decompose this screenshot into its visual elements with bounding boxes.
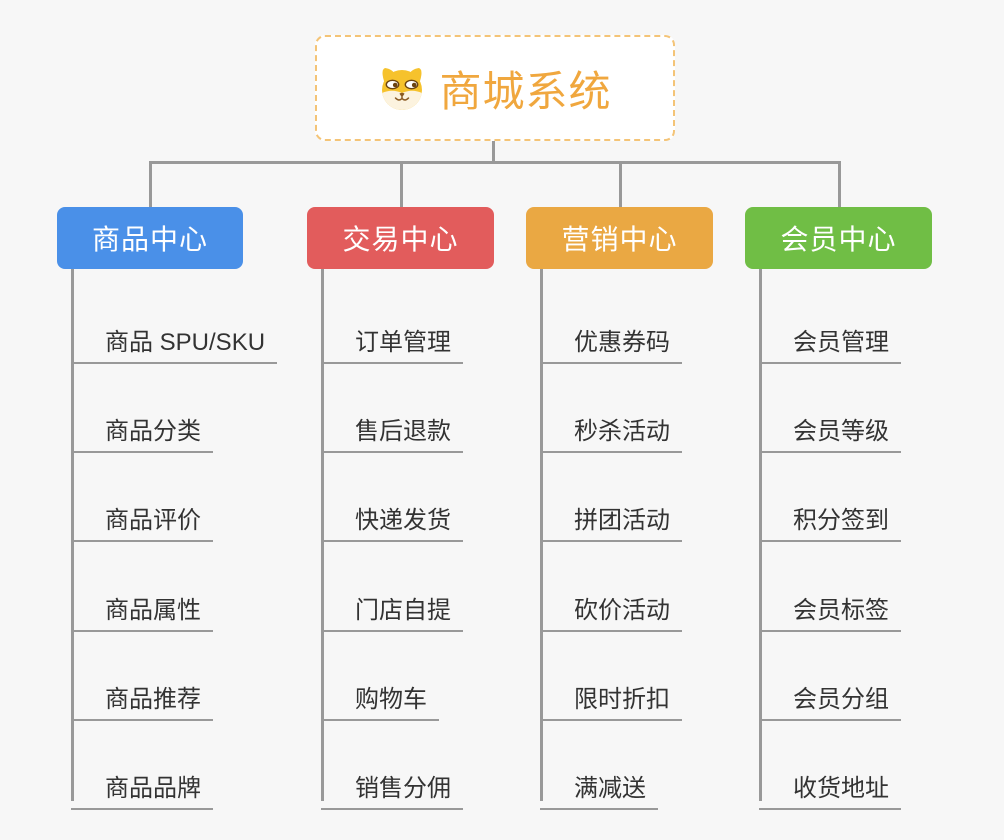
child-node[interactable]: 购物车 (321, 679, 439, 721)
child-node[interactable]: 拼团活动 (540, 500, 682, 542)
child-node[interactable]: 会员标签 (759, 590, 901, 632)
child-node[interactable]: 砍价活动 (540, 590, 682, 632)
child-node[interactable]: 满减送 (540, 768, 658, 810)
child-node[interactable]: 商品推荐 (71, 679, 213, 721)
child-node[interactable]: 门店自提 (321, 590, 463, 632)
child-node[interactable]: 会员等级 (759, 411, 901, 453)
branch-node[interactable]: 营销中心 (526, 207, 713, 269)
dog-face-icon (378, 65, 426, 111)
root-node[interactable]: 商城系统 (315, 35, 675, 141)
child-node[interactable]: 销售分佣 (321, 768, 463, 810)
connector-root-stem (492, 141, 495, 164)
connector-branch-drop (837, 161, 841, 207)
child-node[interactable]: 售后退款 (321, 411, 463, 453)
child-node[interactable]: 收货地址 (759, 768, 901, 810)
child-node[interactable]: 积分签到 (759, 500, 901, 542)
child-node[interactable]: 商品分类 (71, 411, 213, 453)
connector-branch-drop (149, 161, 152, 207)
connector-child-spine (71, 269, 74, 801)
child-node[interactable]: 会员分组 (759, 679, 901, 721)
connector-branch-drop (618, 161, 622, 207)
connector-branch-drop (399, 161, 403, 207)
branch-node[interactable]: 商品中心 (57, 207, 243, 269)
connector-horizontal-bar (149, 161, 841, 164)
connector-child-spine (321, 269, 324, 801)
child-node[interactable]: 会员管理 (759, 322, 901, 364)
child-node[interactable]: 秒杀活动 (540, 411, 682, 453)
connector-child-spine (759, 269, 762, 801)
child-node[interactable]: 快递发货 (321, 500, 463, 542)
child-node[interactable]: 订单管理 (321, 322, 463, 364)
child-node[interactable]: 限时折扣 (540, 679, 682, 721)
child-node[interactable]: 商品评价 (71, 500, 213, 542)
root-title: 商城系统 (439, 67, 612, 115)
child-node[interactable]: 商品属性 (71, 590, 213, 632)
connector-child-spine (540, 269, 543, 801)
branch-node[interactable]: 交易中心 (307, 207, 494, 269)
child-node[interactable]: 商品 SPU/SKU (71, 322, 278, 364)
child-node[interactable]: 商品品牌 (71, 768, 213, 810)
child-node[interactable]: 优惠券码 (540, 322, 682, 364)
branch-node[interactable]: 会员中心 (745, 207, 932, 269)
